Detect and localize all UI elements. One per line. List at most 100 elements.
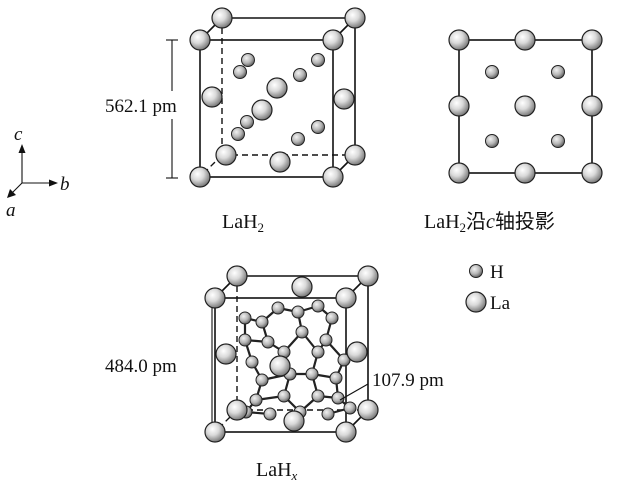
b-axis-arrowhead [49,179,58,187]
h-atom [485,65,499,79]
h-atom [311,120,325,134]
la-atom [514,162,536,184]
la-atom [189,29,211,51]
h-atom [255,315,269,329]
h-atom [551,134,565,148]
la-atom [581,29,603,51]
h-atom [277,389,291,403]
lah2-caption-formula: LaH [222,211,258,233]
projection-caption: LaH2沿c轴投影 [424,210,555,235]
la-atom [581,95,603,117]
c-axis-arrowhead [18,144,26,153]
projection-caption-along: 沿 [466,211,486,233]
lahx-dimension-label: 484.0 pm [105,356,177,377]
bond-length-leader-line [339,383,369,401]
la-atom [266,77,288,99]
h-atom [319,333,333,347]
la-atom [335,421,357,443]
lah2-dimension-label-bg [104,91,184,119]
lahx-caption-formula: LaH [256,459,292,481]
la-atom [344,7,366,29]
h-atom [311,389,325,403]
lahx-caption-subscript: x [291,468,298,483]
h-atom [233,65,247,79]
h-atom [311,53,325,67]
la-atom [322,29,344,51]
legend-h-swatch [469,264,483,278]
projection-caption-axis: c [486,211,495,233]
a-axis-label: a [6,200,16,221]
lah2-caption-subscript: 2 [258,220,265,235]
la-atom [215,343,237,365]
lah2-dimension-label: 562.1 pm [105,96,177,117]
la-atom [269,151,291,173]
h-atom [238,333,252,347]
lahx-unit-cell: 484.0 pm [104,265,444,483]
la-atom [226,265,248,287]
la-atom [189,166,211,188]
h-atom [231,127,245,141]
la-atom [204,287,226,309]
projection-caption-formula: LaH [424,211,460,233]
lahx-dimension-label-bg [104,352,206,378]
la-atom [211,7,233,29]
axis-triad: c b a [6,124,70,221]
la-atom [344,144,366,166]
projection-caption-subscript: 2 [460,220,467,235]
projection-hydrogen-atoms [485,65,565,148]
lah2-front-face [199,39,334,178]
la-atom [357,399,379,421]
la-atom [448,95,470,117]
lah2-caption: LaH2 [222,211,264,235]
lahx-hydrogen-atoms [238,299,357,421]
la-atom [201,86,223,108]
la-atom [448,29,470,51]
la-atom [251,99,273,121]
legend-la-label: La [490,293,511,314]
h-atom [331,391,345,405]
lahx-lanthanum-atoms [204,265,379,443]
la-atom [335,287,357,309]
h-atom [263,407,277,421]
legend: H La [465,262,511,314]
la-atom [514,29,536,51]
projection-caption-projection: 轴投影 [495,210,555,233]
h-atom [337,353,351,367]
a-axis-arrowhead [7,189,16,198]
projection-lanthanum-atoms [448,29,603,184]
legend-h-label: H [490,262,504,283]
h-atom [238,311,252,325]
la-atom [215,144,237,166]
h-atom [343,401,357,415]
lah2-lanthanum-atoms [189,7,366,188]
h-atom [311,345,325,359]
h-atom [551,65,565,79]
la-atom [333,88,355,110]
h-atom [329,371,343,385]
lahx-caption: LaHx [256,459,298,483]
lah2-c-axis-projection: LaH2沿c轴投影 [424,29,603,235]
h-atom [295,325,309,339]
la-atom [346,341,368,363]
la-atom [283,410,305,432]
h-atom [325,311,339,325]
h-atom [255,373,269,387]
h-atom [240,115,254,129]
c-axis-label: c [14,124,23,145]
h-atom [291,132,305,146]
b-axis-label: b [60,174,70,195]
la-atom [291,276,313,298]
h-atom [485,134,499,148]
lah2-unit-cell: 562.1 pm [104,7,366,235]
h-atom [311,299,325,313]
la-atom [581,162,603,184]
bond-length-label: 107.9 pm [372,370,444,391]
la-atom [357,265,379,287]
la-atom [226,399,248,421]
lah2-hydrogen-atoms [231,53,325,146]
la-atom [204,421,226,443]
h-atom [245,355,259,369]
h-atom [291,305,305,319]
h-atom [293,68,307,82]
